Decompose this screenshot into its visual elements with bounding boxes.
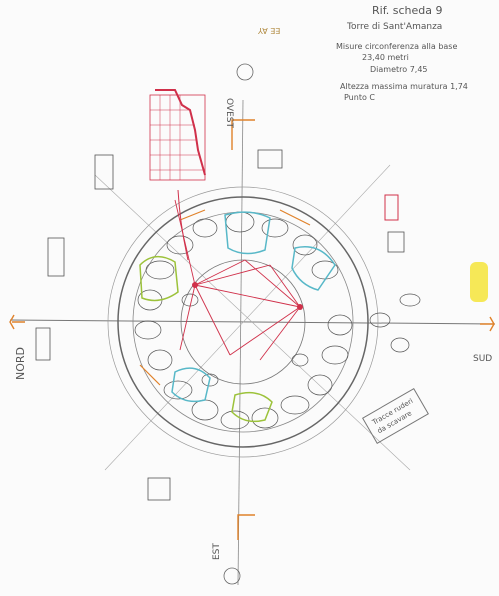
south-label: SUD — [473, 354, 493, 364]
direction-arrows — [9, 119, 495, 540]
diameter-label: Diametro 7,45 — [370, 65, 428, 74]
outer-ring — [117, 196, 369, 448]
chamber-southwest — [171, 367, 211, 403]
measure-boxes — [35, 149, 405, 501]
red-marker-right — [384, 194, 399, 221]
circumference-value: 23,40 metri — [362, 53, 409, 62]
survey-point-b — [297, 304, 303, 310]
top-code: EE AY — [258, 26, 281, 35]
diagonal-axis-2 — [104, 164, 391, 471]
orange-wall-marks — [139, 209, 311, 386]
diagonal-axis-1 — [94, 174, 411, 471]
north-south-axis — [237, 99, 244, 586]
north-label: NORD — [14, 347, 27, 380]
sheet-title: Torre di Sant'Amanza — [347, 22, 443, 32]
point-label: Punto C — [344, 93, 375, 102]
survey-lines — [174, 199, 301, 361]
circumference-label: Misure circonferenza alla base — [336, 42, 458, 51]
max-height-label: Altezza massima muratura 1,74 — [340, 82, 468, 91]
west-label: OVEST — [224, 98, 234, 128]
marker-bottom — [223, 567, 241, 585]
chamber-northeast — [291, 246, 336, 291]
yellow-highlight — [470, 262, 488, 302]
outer-ring-2 — [107, 186, 379, 458]
chamber-north — [224, 211, 271, 255]
chamber-west — [139, 256, 179, 302]
chamber-south — [231, 391, 273, 423]
east-label: EST — [212, 543, 222, 560]
elevation-profile — [149, 89, 206, 261]
marker-top — [236, 63, 254, 81]
inner-ring — [180, 259, 306, 385]
sheet-reference: Rif. scheda 9 — [372, 4, 443, 17]
east-west-axis — [9, 319, 496, 325]
survey-point-a — [192, 282, 198, 288]
